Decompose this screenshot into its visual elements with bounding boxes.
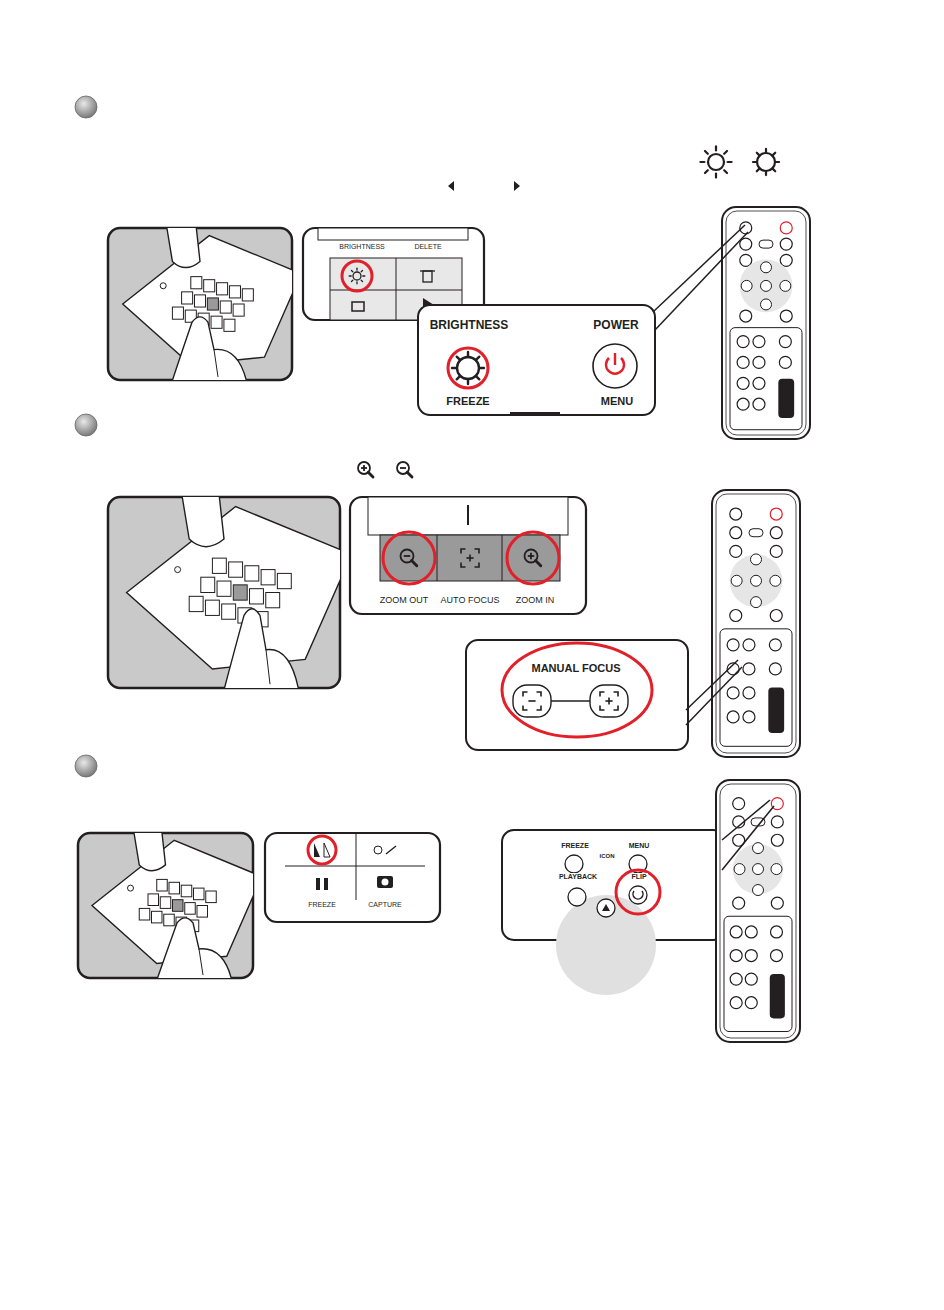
part-label: AUTO FOCUS: [441, 596, 500, 605]
leader-line: [655, 232, 748, 330]
highlight-ring: [507, 532, 559, 584]
leader-line: [686, 667, 742, 725]
part-label: FLIP: [630, 873, 647, 880]
part-label: ZOOM OUT: [380, 596, 429, 605]
device-photo: [78, 833, 262, 985]
brightness-icon: [753, 149, 779, 175]
focus-icon: [523, 692, 541, 710]
zoom-out-icon: [401, 550, 417, 566]
leader-line: [722, 806, 774, 870]
section-bullet: [75, 414, 97, 436]
section-bullet: [75, 755, 97, 777]
section-bullet: [75, 96, 97, 118]
zoom-out-icon: [397, 462, 412, 477]
zoom-in-icon: [525, 550, 541, 566]
part-label: BRIGHTNESS: [339, 243, 385, 250]
picture-frame: [265, 833, 440, 922]
part-label: MENU: [628, 842, 651, 849]
part-label: FREEZE: [308, 901, 336, 908]
part-label: MANUAL FOCUS: [531, 663, 620, 674]
part-label: ZOOM IN: [516, 596, 555, 605]
part-label: DELETE: [414, 243, 441, 250]
picture-frame: [466, 640, 688, 750]
part-label: FREEZE: [560, 842, 590, 849]
highlight-ring: [448, 348, 488, 388]
part-label: POWER: [593, 319, 638, 331]
arrow-symbol: [448, 181, 454, 191]
part-label: ICON: [599, 853, 616, 859]
brightness-icon: [349, 268, 365, 284]
device-photo: [108, 228, 301, 388]
highlight-ring: [502, 643, 652, 737]
brightness-icon: [452, 352, 484, 384]
highlight-ring: [308, 836, 336, 864]
remote-control: [716, 780, 800, 1042]
leader-line: [686, 660, 738, 710]
highlight-ring: [616, 870, 660, 914]
part-label: FREEZE: [446, 396, 489, 407]
highlight-ring: [383, 532, 435, 584]
brightness-icon: [700, 146, 731, 177]
device-photo: [108, 497, 352, 698]
focus-icon: [600, 692, 618, 710]
leader-line: [653, 225, 745, 312]
zoom-in-icon: [358, 462, 373, 477]
picture-frame: [418, 305, 655, 415]
arrow-symbol: [514, 181, 520, 191]
part-label: CAPTURE: [368, 901, 401, 908]
part-label: MENU: [601, 396, 633, 407]
picture-frame: [350, 497, 586, 614]
part-label: BRIGHTNESS: [430, 319, 509, 331]
remote-control: [722, 207, 810, 439]
remote-control: [712, 490, 800, 757]
part-label: PLAYBACK: [558, 873, 598, 880]
highlight-ring: [342, 261, 372, 291]
focus-icon: [461, 549, 479, 567]
